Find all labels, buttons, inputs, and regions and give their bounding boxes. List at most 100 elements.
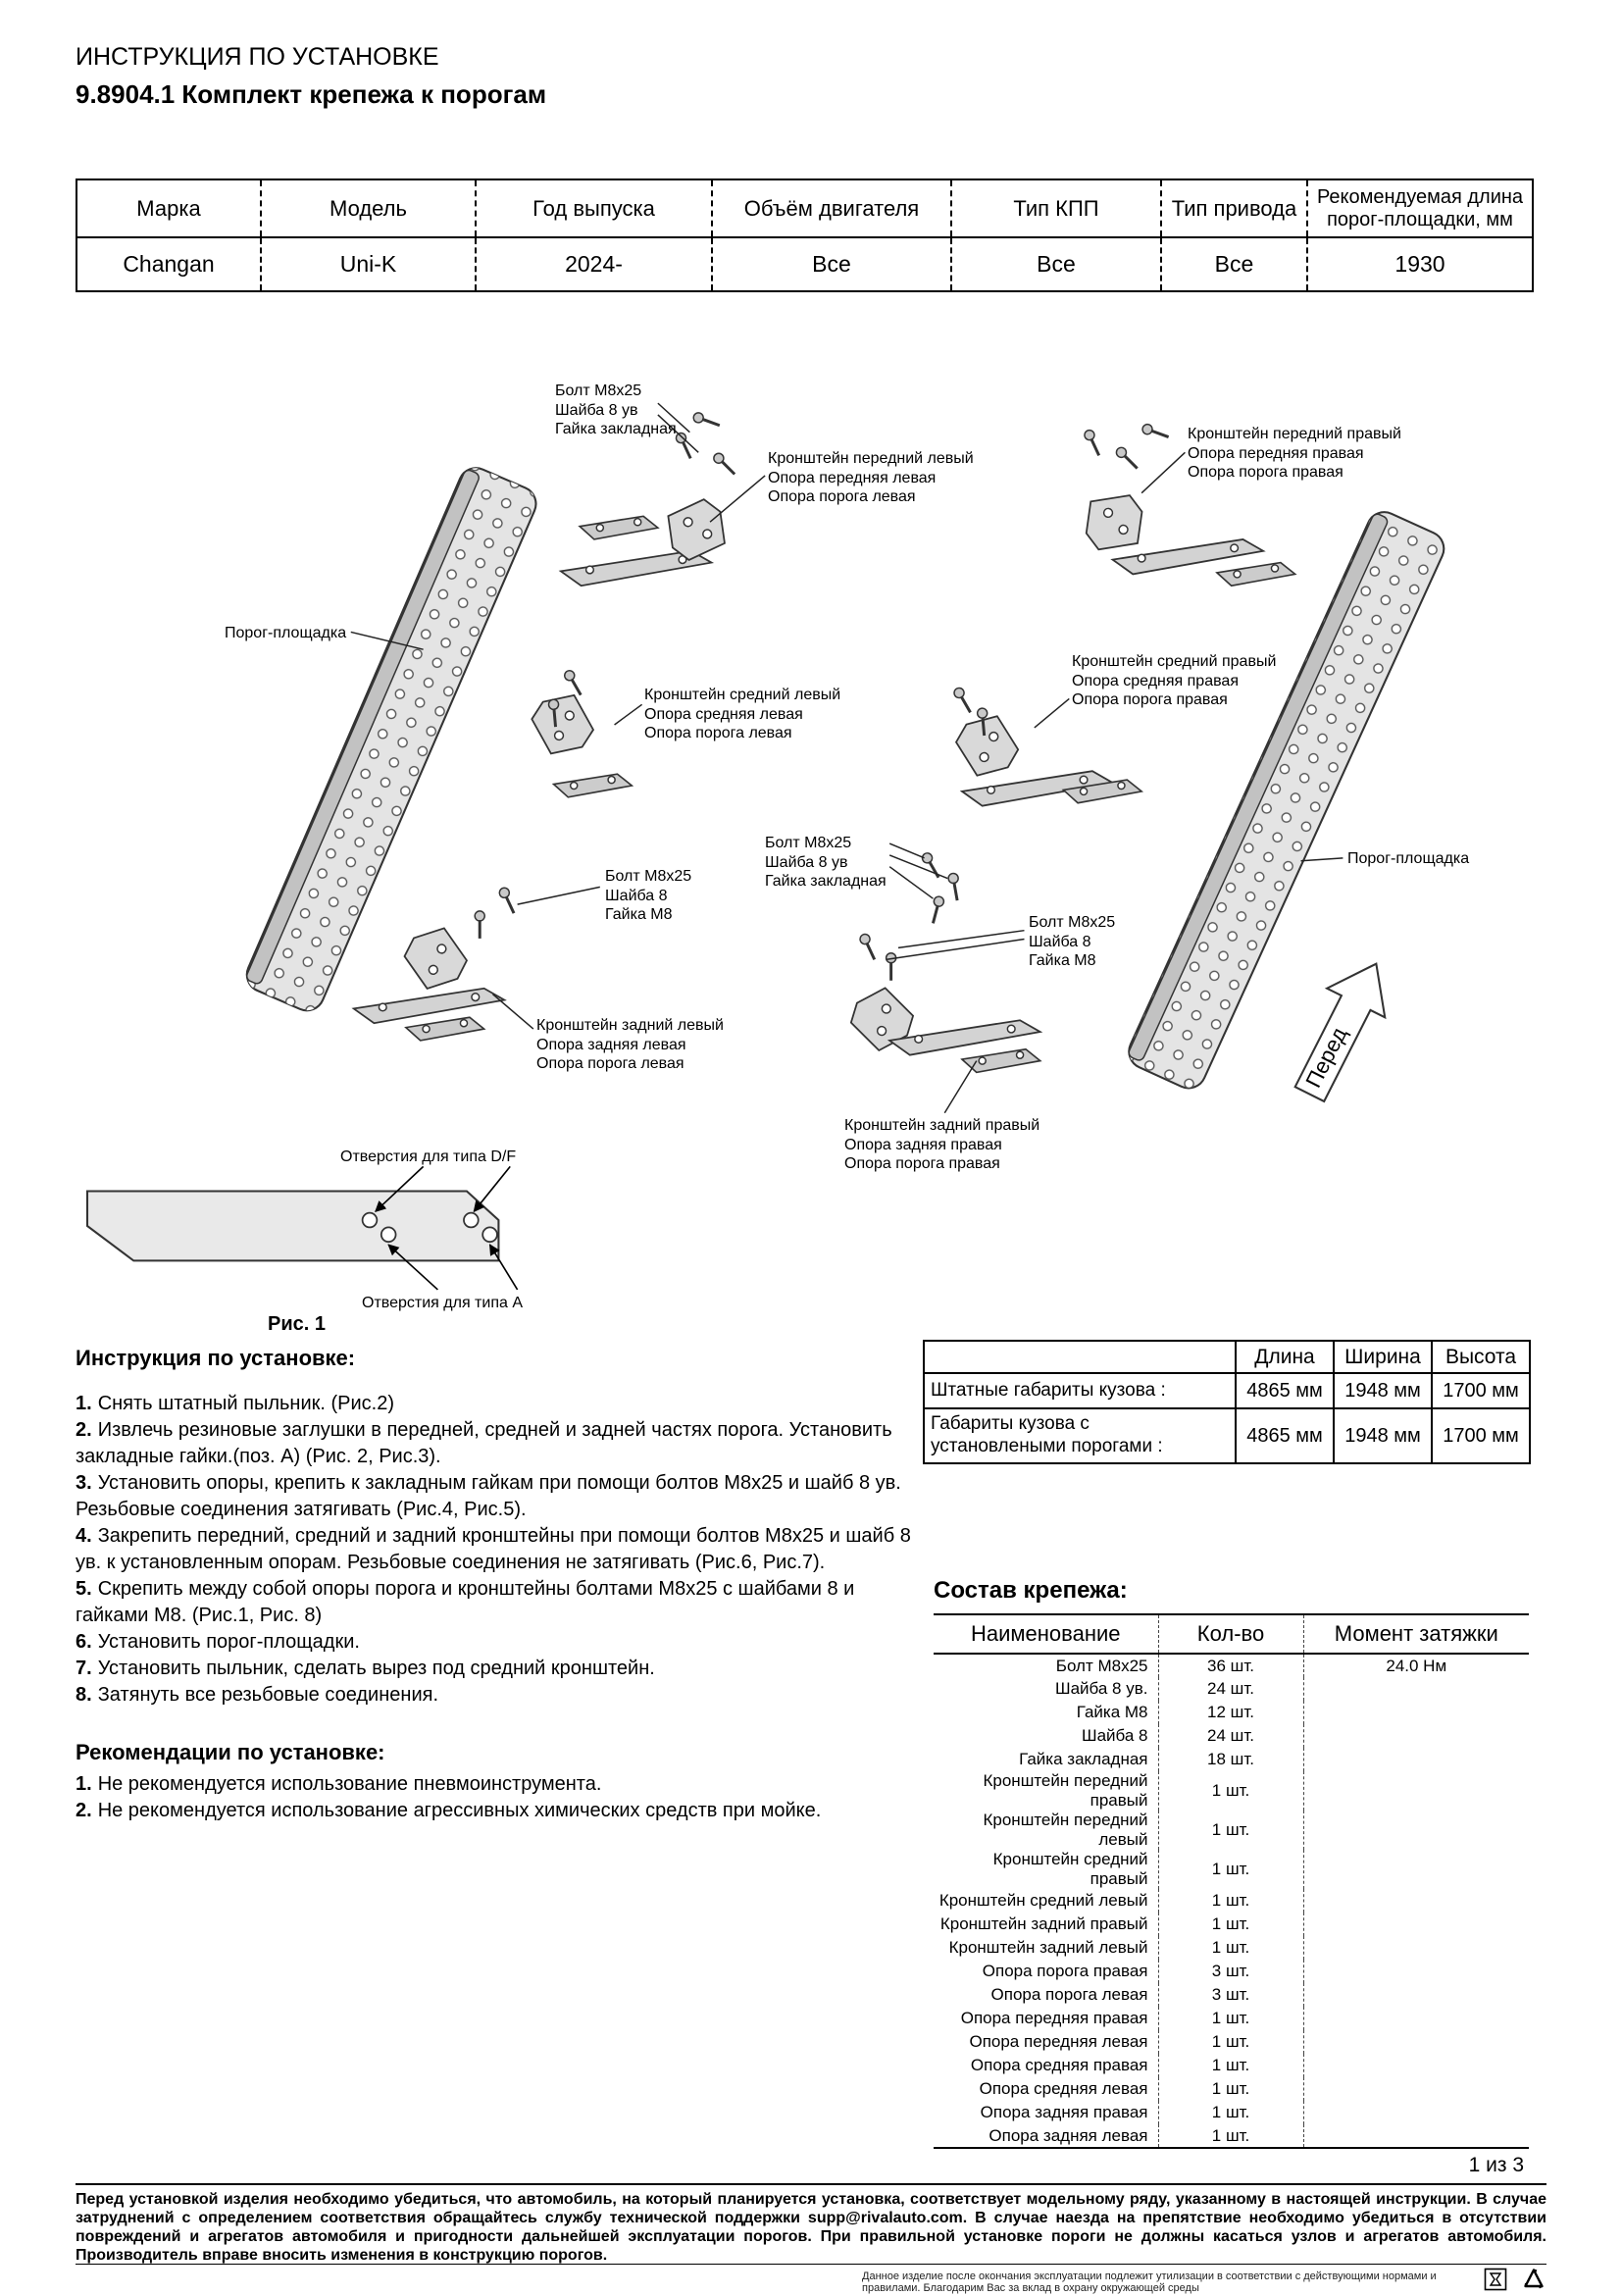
- cell-name: Опора средняя правая: [970, 2056, 1148, 2074]
- cell-torque: [1302, 1913, 1529, 1936]
- cell-torque: [1302, 2124, 1529, 2149]
- instruction-step: 1.Снять штатный пыльник. (Рис.2): [76, 1393, 395, 1414]
- cell-qty: 3 шт.: [1157, 1983, 1303, 2007]
- cell-year: 2024-: [475, 237, 712, 291]
- figure-caption: Рис. 1: [268, 1313, 326, 1335]
- sill-profile-detail: [85, 1165, 519, 1291]
- recommendations-heading: Рекомендации по установке:: [76, 1740, 385, 1764]
- col-header: Тип КПП: [950, 179, 1161, 237]
- body-dimensions-table: Длина Ширина Высота Штатные габариты куз…: [923, 1340, 1531, 1464]
- cell-torque: [1302, 1936, 1529, 1960]
- label-front-right: Кронштейн передний правый Опора передняя…: [1188, 426, 1401, 482]
- assembly-diagram: Перед Болт М8х25 Шайба 8 ув Гайка заклад…: [76, 348, 1536, 1348]
- cell-value: 1700 мм: [1431, 1407, 1531, 1464]
- col-header: Кол-во: [1157, 1613, 1303, 1655]
- footer-recycle-block: Данное изделие после окончания эксплуата…: [76, 2264, 1546, 2296]
- cell-torque: [1302, 2054, 1529, 2077]
- instruction-step: 8.Затянуть все резьбовые соединения.: [76, 1684, 439, 1706]
- empty-cell: [923, 1340, 1237, 1374]
- label-mid-left: Кронштейн средний левый Опора средняя ле…: [644, 687, 841, 742]
- col-header: Объём двигателя: [711, 179, 951, 237]
- cell-torque: [1302, 1771, 1529, 1811]
- table-row: Шайба 8 ув. 24 шт.: [934, 1677, 1529, 1701]
- col-header: Длина: [1235, 1340, 1335, 1374]
- cell-qty: 1 шт.: [1157, 1771, 1303, 1811]
- front-direction-arrow: Перед: [1293, 962, 1387, 1103]
- document-title-block: ИНСТРУКЦИЯ ПО УСТАНОВКЕ 9.8904.1 Комплек…: [76, 43, 546, 110]
- cell-brand: Changan: [123, 251, 215, 277]
- recommendation-item: 2.Не рекомендуется использование агресси…: [76, 1800, 822, 1821]
- cell-gearbox: Все: [950, 237, 1161, 291]
- cell-name: Опора передняя левая: [969, 2032, 1148, 2051]
- recycle-note: Данное изделие после окончания эксплуата…: [862, 2270, 1437, 2294]
- page-number: 1 из 3: [1468, 2154, 1524, 2176]
- cell-qty: 1 шт.: [1157, 2054, 1303, 2077]
- cell-value: 1948 мм: [1333, 1372, 1433, 1409]
- col-header: Момент затяжки: [1302, 1613, 1529, 1655]
- label-bolt-right-mid: Болт М8х25 Шайба 8 Гайка М8: [1029, 914, 1116, 970]
- cell-name: Кронштейн передний правый: [983, 1771, 1148, 1810]
- cell-value: 4865 мм: [1235, 1407, 1335, 1464]
- mid-left-bracket-assembly: [528, 668, 634, 798]
- cell-value: 4865 мм: [1235, 1372, 1335, 1409]
- table-row: Марка Модель Год выпуска Объём двигателя…: [76, 179, 1533, 237]
- cell-name: Кронштейн задний левый: [948, 1938, 1148, 1957]
- cell-qty: 24 шт.: [1157, 1677, 1303, 1701]
- diagram-drawing: Перед: [85, 402, 1445, 1291]
- cell-torque: [1302, 2030, 1529, 2054]
- vehicle-table: Марка Модель Год выпуска Объём двигателя…: [76, 179, 1534, 292]
- table-row: Наименование Кол-во Момент затяжки: [934, 1613, 1529, 1655]
- cell-qty: 1 шт.: [1157, 1913, 1303, 1936]
- cell-name: Болт М8х25: [1055, 1656, 1148, 1675]
- row-label: Габариты кузова с установлеными порогами…: [923, 1407, 1237, 1464]
- cell-name: Кронштейн передний левый: [983, 1811, 1148, 1849]
- table-row: Штатные габариты кузова : 4865 мм 1948 м…: [923, 1372, 1531, 1409]
- cell-qty: 1 шт.: [1157, 1811, 1303, 1850]
- cell-qty: 1 шт.: [1157, 1936, 1303, 1960]
- installation-instructions: Инструкция по установке: 1.Снять штатный…: [76, 1346, 929, 1824]
- cell-torque: [1302, 2007, 1529, 2030]
- cell-name: Опора задняя левая: [934, 2124, 1158, 2149]
- cell-torque: [1302, 1724, 1529, 1748]
- cell-name: Опора передняя правая: [960, 2009, 1148, 2027]
- table-row: Опора средняя правая 1 шт.: [934, 2054, 1529, 2077]
- cell-qty: 36 шт.: [1157, 1654, 1303, 1677]
- recycle-icon: [1521, 2268, 1546, 2296]
- cell-name: Опора средняя левая: [979, 2079, 1148, 2098]
- cell-name: Шайба 8 ув.: [1055, 1679, 1148, 1698]
- footer-disclaimer: Перед установкой изделия необходимо убед…: [76, 2191, 1546, 2264]
- label-bolt-left-top: Болт М8х25 Шайба 8 ув Гайка закладная: [555, 383, 677, 438]
- cell-torque: [1302, 1748, 1529, 1771]
- cell-qty: 1 шт.: [1157, 2030, 1303, 2054]
- fasteners-title: Состав крепежа:: [934, 1577, 1128, 1604]
- col-header: Рекомендуемая длина порог-площадки, мм: [1306, 179, 1533, 237]
- row-label: Штатные габариты кузова :: [923, 1372, 1237, 1409]
- instruction-step: 7.Установить пыльник, сделать вырез под …: [76, 1658, 655, 1679]
- cell-name: Шайба 8: [1081, 1726, 1148, 1745]
- right-running-board: [1128, 511, 1445, 1090]
- table-row: Changan Uni-K 2024- Все Все Все 1930: [76, 237, 1533, 291]
- cell-qty: 18 шт.: [1157, 1748, 1303, 1771]
- label-mid-right: Кронштейн средний правый Опора средняя п…: [1072, 653, 1277, 709]
- cell-torque: [1302, 2077, 1529, 2101]
- cell-name: Кронштейн средний левый: [938, 1891, 1148, 1910]
- leader-lines: [350, 402, 1343, 1114]
- hourglass-icon: [1484, 2268, 1507, 2296]
- cell-qty: 3 шт.: [1157, 1960, 1303, 1983]
- cell-model: Uni-K: [260, 237, 476, 291]
- instructions-heading: Инструкция по установке:: [76, 1346, 356, 1370]
- instruction-step: 5.Скрепить между собой опоры порога и кр…: [76, 1578, 855, 1626]
- cell-qty: 24 шт.: [1157, 1724, 1303, 1748]
- col-header: Год выпуска: [475, 179, 712, 237]
- cell-name: Опора порога правая: [982, 1962, 1148, 1980]
- cell-name: Гайка закладная: [1019, 1750, 1148, 1768]
